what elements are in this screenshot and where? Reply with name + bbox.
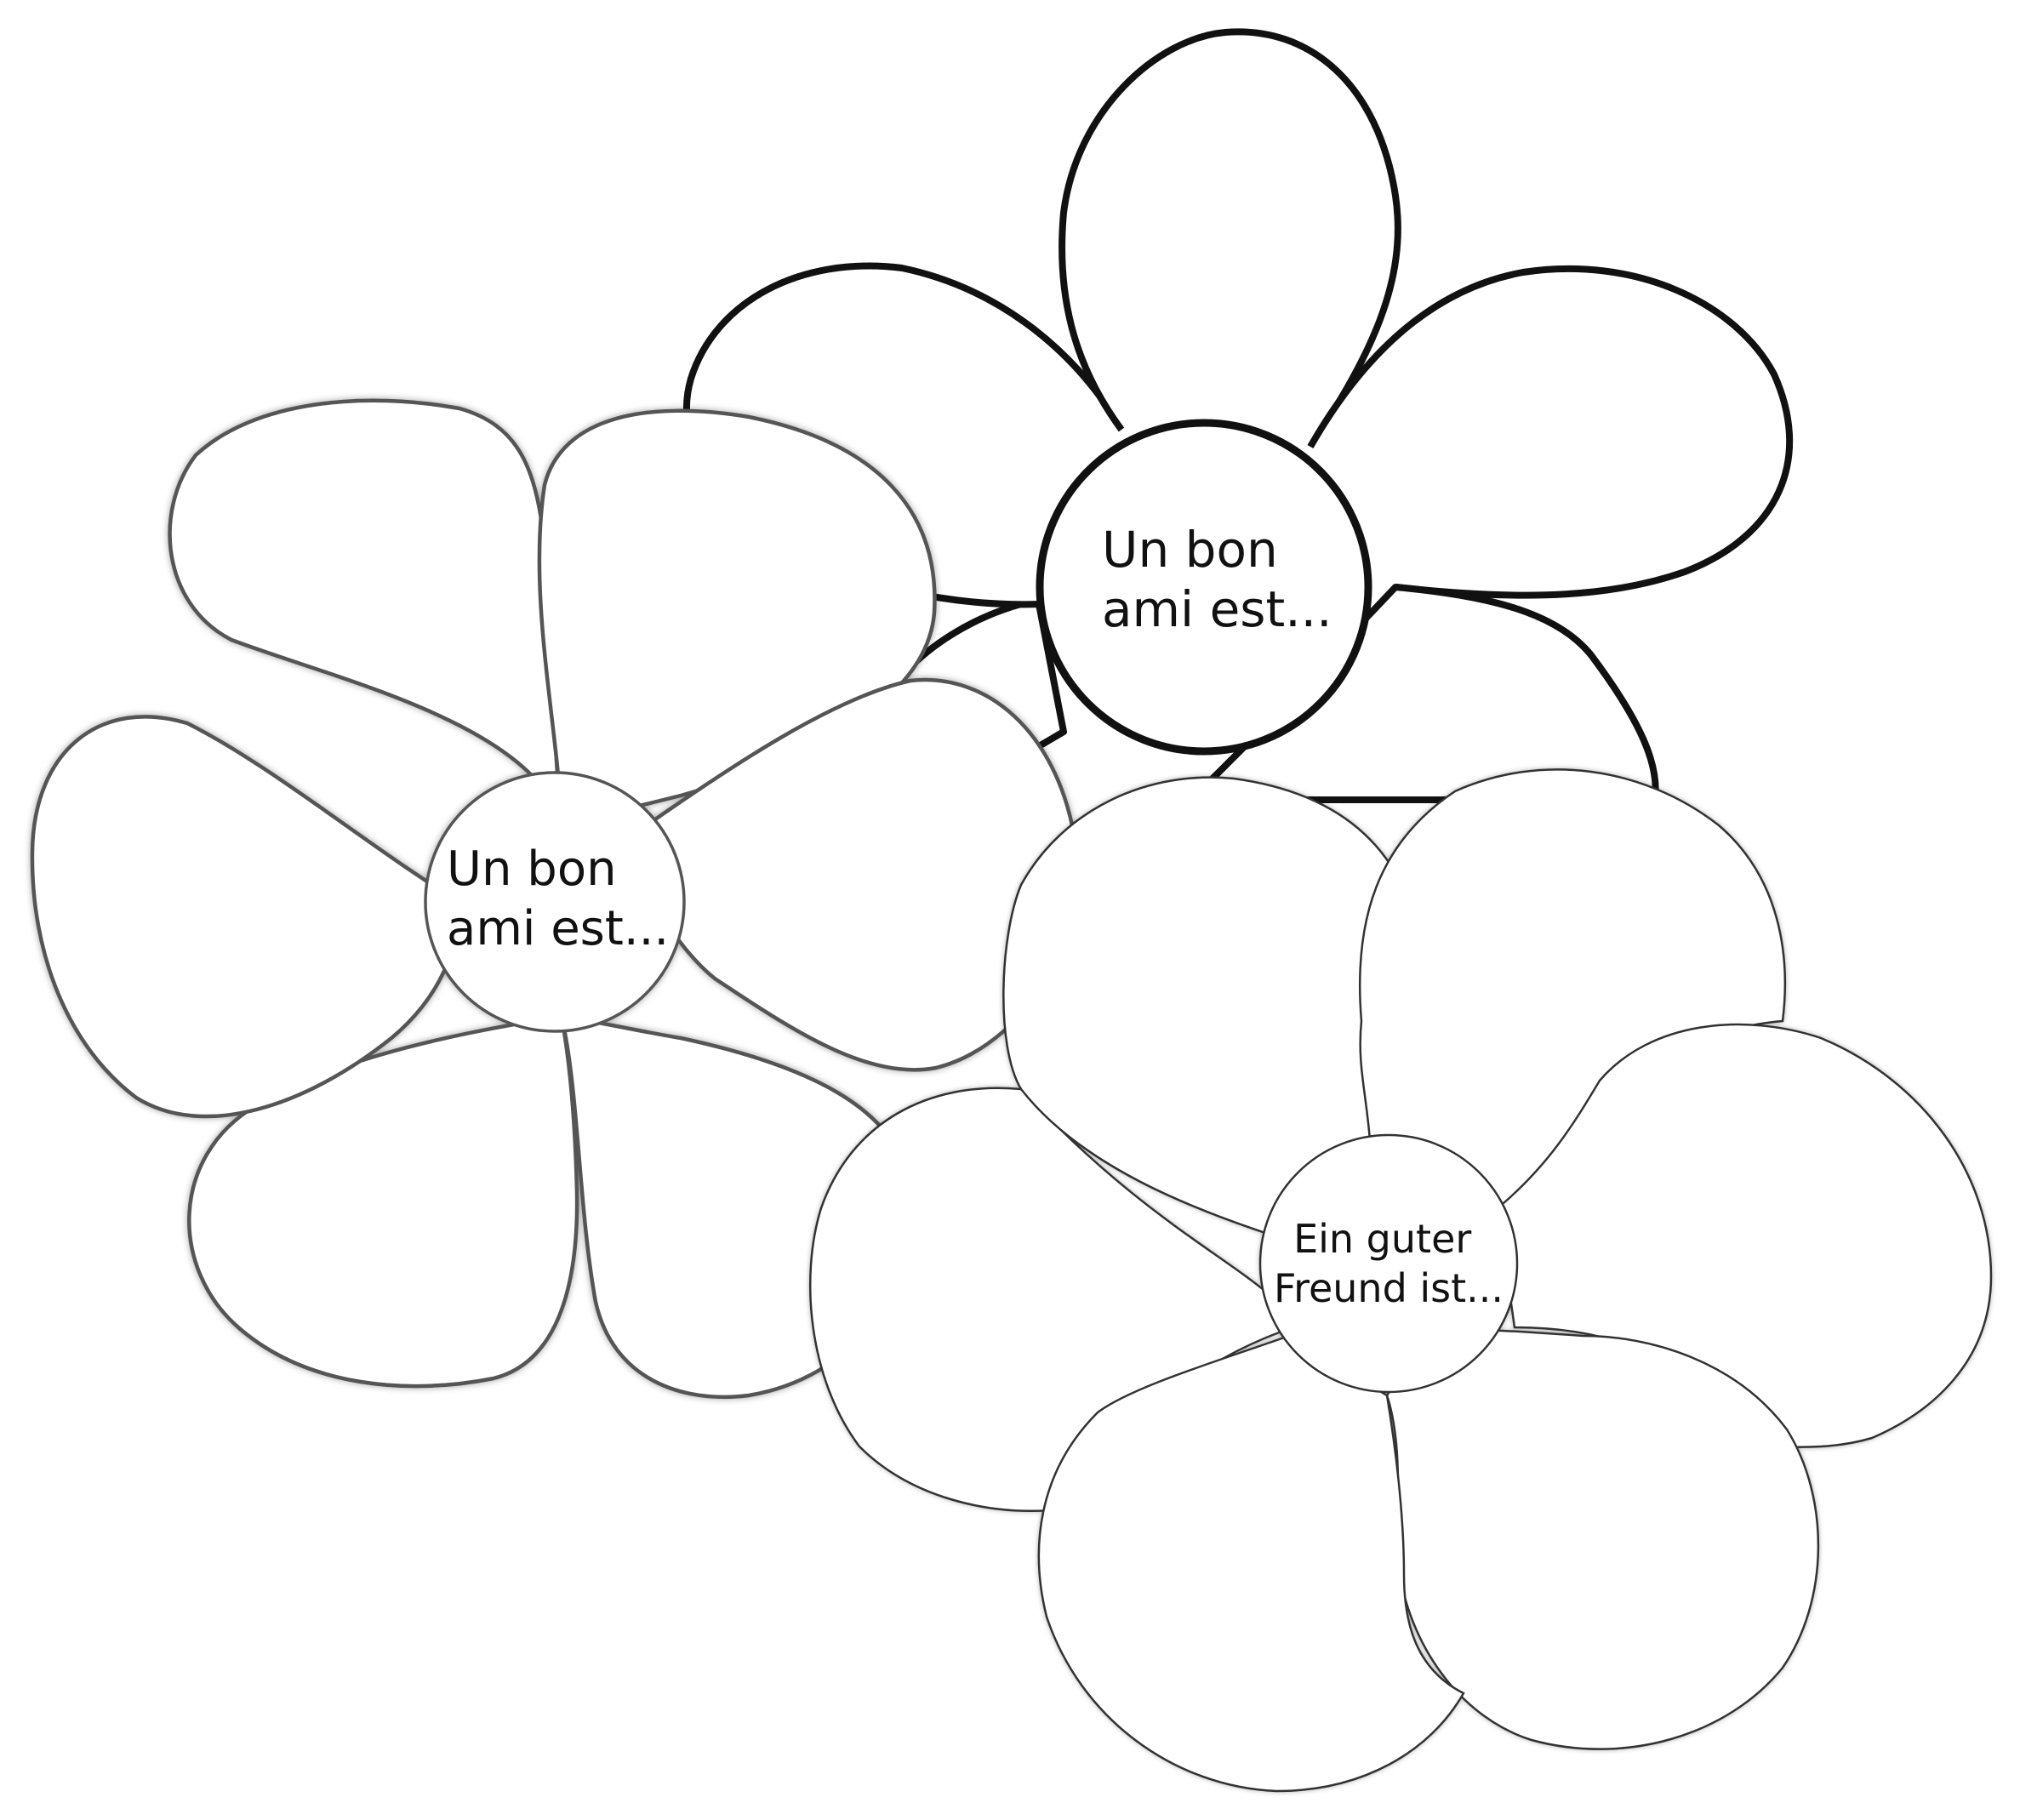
flower-top-label: Un bon ami est... <box>1102 521 1332 638</box>
flower-left-label-line-2: ami est... <box>447 901 669 956</box>
flower-left-label: Un bon ami est... <box>447 842 669 956</box>
flower-bottom-label-line-2: Freund ist... <box>1274 1265 1504 1311</box>
flower-bottom-label-line-1: Ein guter <box>1293 1216 1471 1262</box>
flower-left-label-line-1: Un bon <box>447 842 617 897</box>
flower-bottom-label: Ein guter Freund ist... <box>1274 1216 1504 1311</box>
flower-bottom <box>808 768 1993 1793</box>
flower-bottom-center[interactable] <box>1258 1133 1519 1394</box>
flower-left-petal-left[interactable] <box>30 715 462 1119</box>
flower-top-petal-upper-right[interactable] <box>1307 265 1794 599</box>
flower-top-center[interactable] <box>1036 419 1372 756</box>
flower-top-label-line-2: ami est... <box>1102 580 1332 638</box>
flower-top-label-line-1: Un bon <box>1102 521 1278 579</box>
flower-top-petal-top[interactable] <box>1059 28 1401 449</box>
flower-top: Un bon ami est... <box>682 28 1794 820</box>
flower-left-center[interactable] <box>424 771 686 1033</box>
flower-top-petal-lower-right[interactable] <box>1188 584 1659 803</box>
flower-bottom-petal-bottom-left[interactable] <box>1037 1334 1465 1793</box>
flower-left <box>30 398 1078 1400</box>
